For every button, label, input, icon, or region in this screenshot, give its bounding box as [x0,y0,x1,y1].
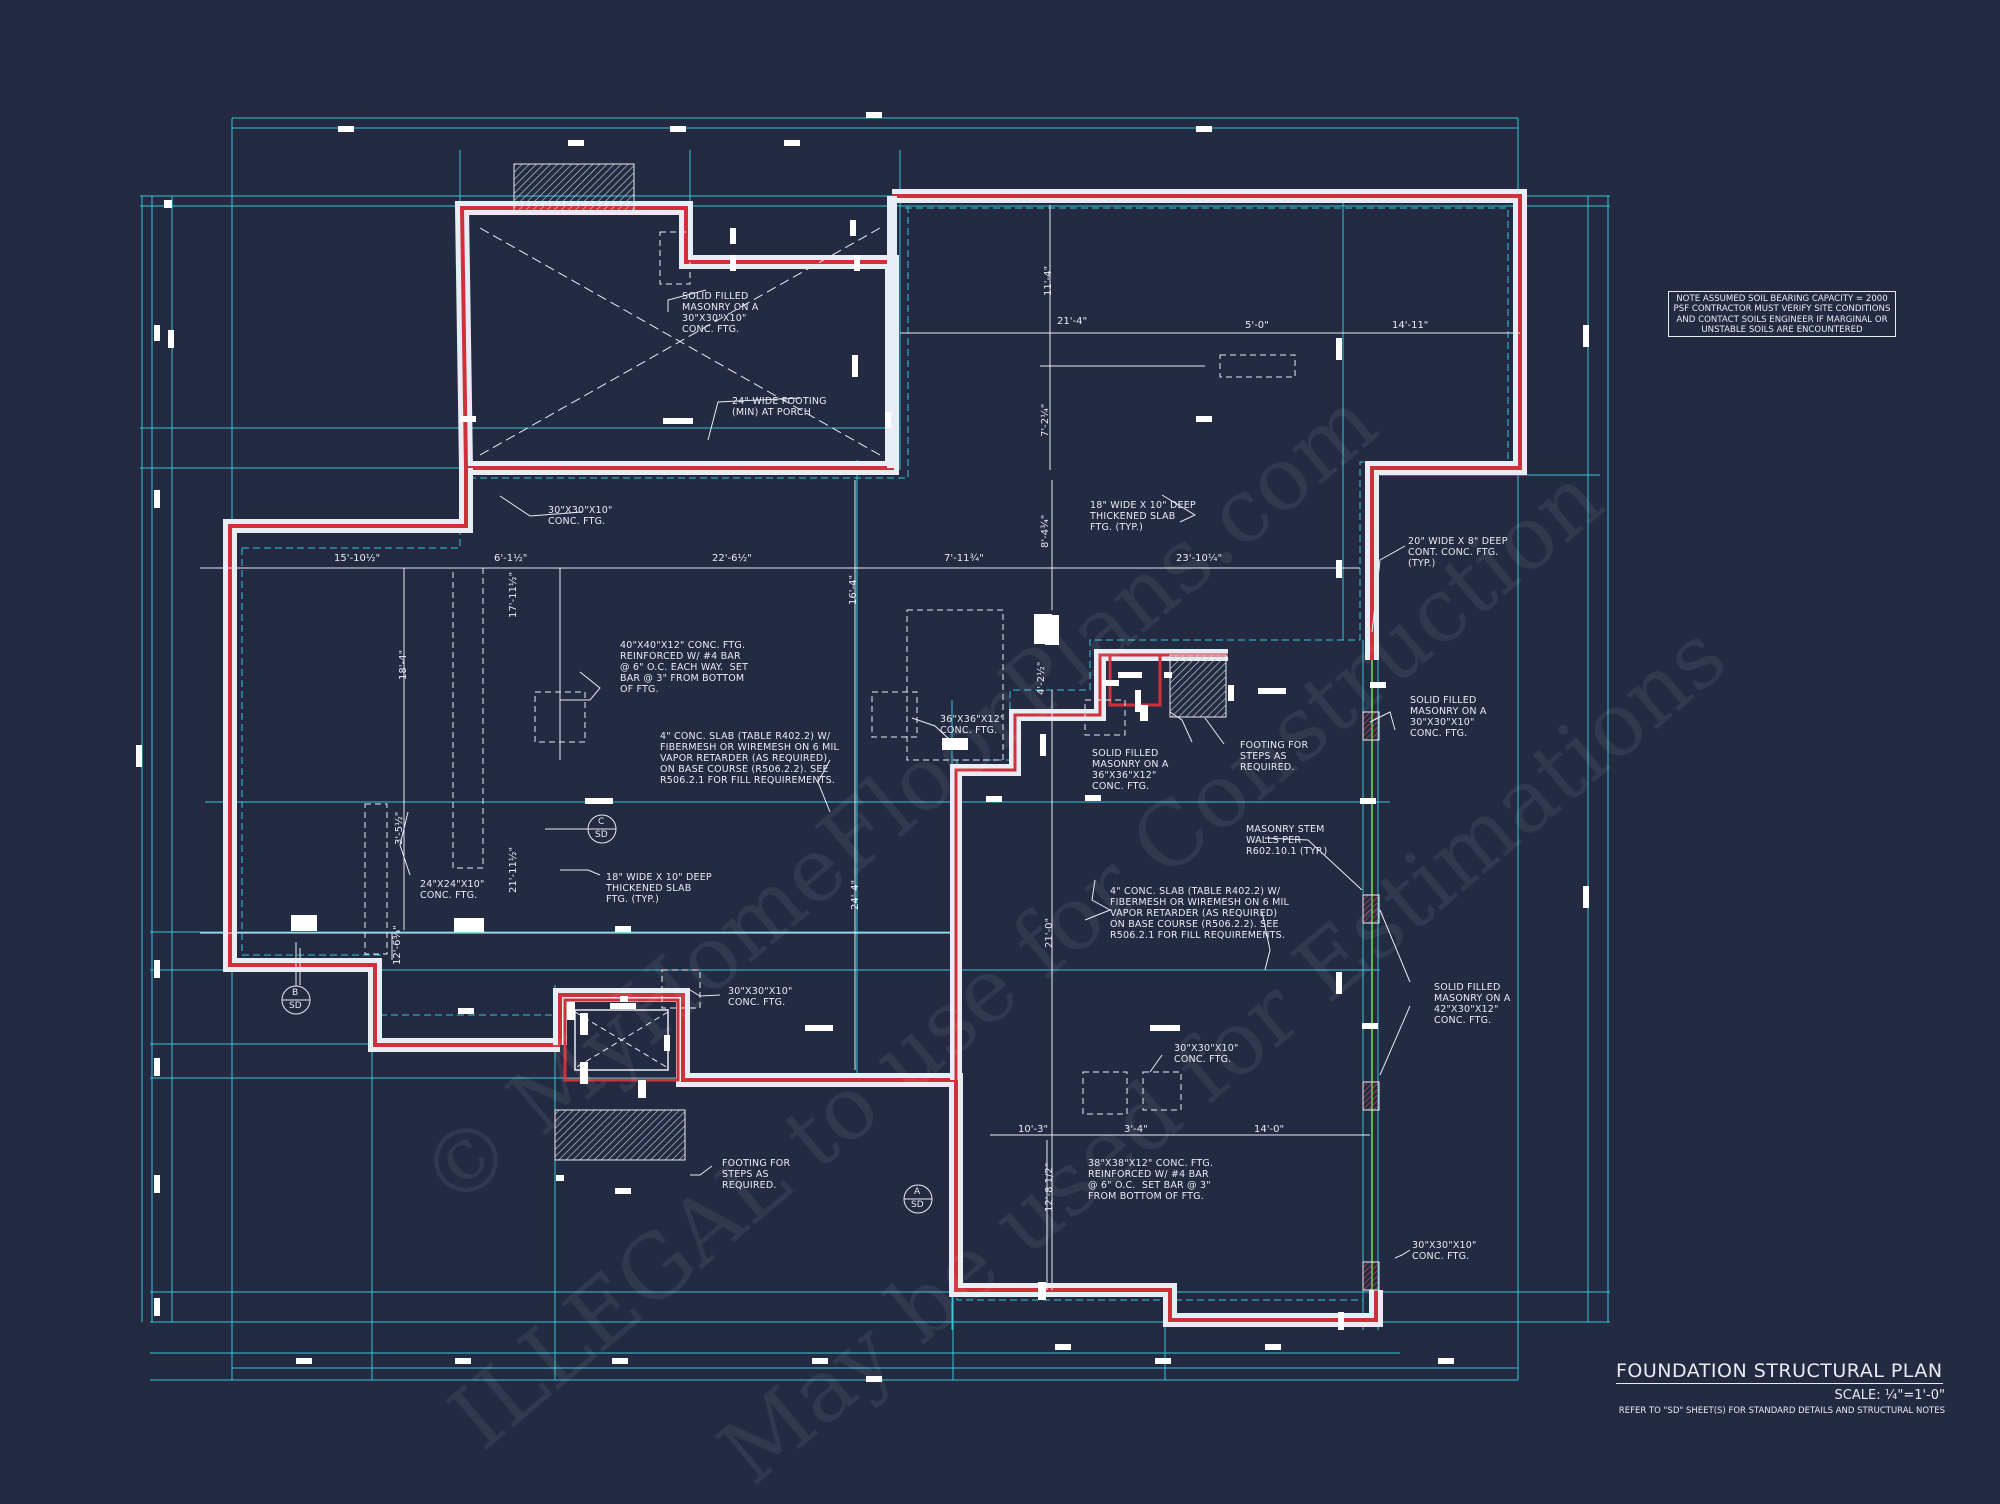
callout-ftg-30-c: 30"x30"x10" CONC. FTG. [1174,1043,1239,1065]
dim-21-4: 21'-4" [1057,316,1088,327]
dim-14-11: 14'-11" [1392,320,1429,331]
callout-thickened-slab-a: 18" WIDE x 10" DEEP THICKENED SLAB FTG. … [1090,500,1196,533]
callout-slab-b: 4" CONC. SLAB (TABLE R402.2) w/ FIBERMES… [1110,886,1290,941]
callout-ftg-30-b: 30"x30"x10" CONC. FTG. [728,986,793,1008]
hatched-steps [513,163,1227,1161]
section-marker-a-letter: A [914,1187,921,1197]
dim-22-6: 22'-6½" [712,553,752,564]
vdim-17-11: 17'-11½" [508,571,519,618]
vdim-7-2: 7'-2¼" [1040,403,1051,437]
section-marker-b-sheet: SD [289,1001,302,1011]
callout-footing-steps-a: FOOTING FOR STEPS AS REQUIRED. [1240,740,1309,773]
dim-3-4: 3'-4" [1124,1124,1148,1135]
plan-title: FOUNDATION STRUCTURAL PLAN [1616,1360,1943,1384]
section-markers [281,814,933,1214]
section-marker-c-sheet: SD [595,830,608,840]
vdim-12-6: 12'-6¾" [392,925,403,965]
callout-solid-filled-42: SOLID FILLED MASONRY ON A 42"x30"x12" CO… [1434,982,1511,1026]
dim-10-3: 10'-3" [1018,1124,1049,1135]
soil-bearing-note: NOTE ASSUMED SOIL BEARING CAPACITY = 200… [1668,291,1896,337]
grid-lines [140,117,1610,1381]
refer-note: REFER TO "SD" SHEET(S) FOR STANDARD DETA… [1618,1406,1945,1416]
vdim-16-4: 16'-4" [848,574,859,605]
callout-solid-filled-36: SOLID FILLED MASONRY ON A 36"x36"x12" CO… [1092,748,1169,792]
callout-solid-filled-30-b: SOLID FILLED MASONRY ON A 30"x30"x10" CO… [1410,695,1487,739]
vdim-21-0: 21'-0" [1044,917,1055,948]
leader-lines [399,289,1411,1259]
callout-ftg-36-a: 36"x36"x12" CONC. FTG. [940,714,1005,736]
vdim-11-4: 11'-4" [1043,265,1054,296]
dimension-tags [136,112,1589,1382]
callout-solid-filled-30: SOLID FILLED MASONRY ON A 30"x30"x10" CO… [682,291,759,335]
callout-porch-footing: 24" WIDE FOOTING (MIN) AT PORCH [732,396,827,418]
foundation-walls [223,189,1527,1327]
vdim-24-4: 24'-4" [850,879,861,910]
dim-14-0: 14'-0" [1254,1124,1285,1135]
vdim-18-4: 18'-4" [398,649,409,680]
plan-scale: SCALE: ¼"=1'-0" [1834,1388,1945,1403]
dim-23-10: 23'-10¼" [1176,553,1223,564]
dim-6-1: 6'-1½" [494,553,528,564]
callout-thickened-slab-b: 18" WIDE x 10" DEEP THICKENED SLAB FTG. … [606,872,712,905]
callout-cont-ftg: 20" WIDE x 8" DEEP CONT. CONC. FTG. (TYP… [1408,536,1508,569]
callout-footing-steps-b: FOOTING FOR STEPS AS REQUIRED. [722,1158,791,1191]
interior-linework [200,205,1520,1290]
dim-7-11: 7'-11¾" [944,553,984,564]
vdim-21-11: 21'-11½" [508,846,519,893]
callout-slab-a: 4" CONC. SLAB (TABLE R402.2) w/ FIBERMES… [660,731,840,786]
callout-masonry-stem: MASONRY STEM WALLS PER R602.10.1 (TYP.) [1246,824,1328,857]
callout-ftg-30-d: 30"x30"x10" CONC. FTG. [1412,1240,1477,1262]
vdim-8-4: 8'-4¾" [1040,514,1051,548]
vdim-3-5: 3'-5½" [394,811,405,845]
section-marker-a-sheet: SD [911,1200,924,1210]
dim-15-10: 15'-10½" [334,553,381,564]
vdim-12-8: 12'-8 1/2" [1044,1162,1055,1212]
dim-5-0: 5'-0" [1245,320,1269,331]
section-marker-c-letter: C [598,817,605,827]
callout-ftg-30-a: 30"x30"x10" CONC. FTG. [548,505,613,527]
vdim-4-2: 4'-2½" [1036,661,1047,695]
callout-ftg-40: 40"x40"x12" CONC. FTG. REINFORCED w/ #4 … [620,640,749,695]
section-marker-b-letter: B [292,988,299,998]
callout-ftg-38: 38"x38"x12" CONC. FTG. REINFORCED w/ #4 … [1088,1158,1214,1202]
callout-ftg-24: 24"x24"x10" CONC. FTG. [420,879,485,901]
